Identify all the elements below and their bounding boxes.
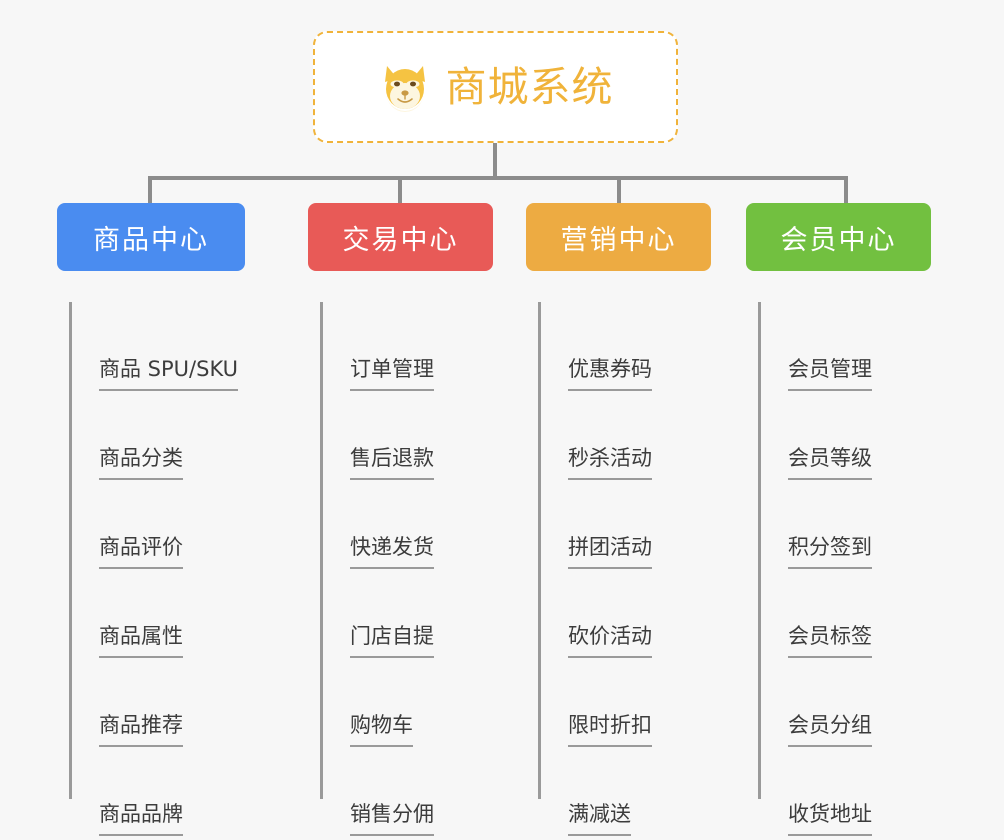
- list-item-label: 拼团活动: [568, 531, 652, 569]
- branch-header-1[interactable]: 商品中心: [57, 203, 245, 271]
- branch-header-label: 商品中心: [93, 224, 209, 256]
- list-item[interactable]: 会员分组: [760, 658, 931, 747]
- list-item-label: 会员管理: [788, 353, 872, 391]
- list-item-label: 商品评价: [99, 531, 183, 569]
- connector-trunk-vertical: [493, 143, 497, 179]
- connector-horizontal-bus: [148, 176, 848, 180]
- list-item-label: 会员分组: [788, 709, 872, 747]
- list-item-label: 满减送: [568, 798, 631, 836]
- branch-column-3: 营销中心 优惠券码 秒杀活动 拼团活动 砍价活动 限时折扣 满减送: [526, 203, 711, 836]
- branch-column-2: 交易中心 订单管理 售后退款 快递发货 门店自提 购物车 销售分佣: [308, 203, 493, 836]
- list-item[interactable]: 商品 SPU/SKU: [71, 302, 245, 391]
- connector-drop-branch-3: [617, 176, 621, 205]
- branch-items-1: 商品 SPU/SKU 商品分类 商品评价 商品属性 商品推荐 商品品牌: [57, 302, 245, 836]
- list-item-label: 积分签到: [788, 531, 872, 569]
- list-item[interactable]: 收货地址: [760, 747, 931, 836]
- list-item[interactable]: 会员标签: [760, 569, 931, 658]
- list-item[interactable]: 订单管理: [322, 302, 493, 391]
- list-item[interactable]: 购物车: [322, 658, 493, 747]
- connector-drop-branch-4: [844, 176, 848, 205]
- branch-spine-3: [538, 302, 541, 799]
- list-item-label: 商品属性: [99, 620, 183, 658]
- list-item[interactable]: 商品品牌: [71, 747, 245, 836]
- list-item[interactable]: 商品属性: [71, 569, 245, 658]
- list-item-label: 门店自提: [350, 620, 434, 658]
- branch-items-3: 优惠券码 秒杀活动 拼团活动 砍价活动 限时折扣 满减送: [526, 302, 711, 836]
- list-item-label: 限时折扣: [568, 709, 652, 747]
- list-item[interactable]: 限时折扣: [540, 658, 711, 747]
- list-item-label: 收货地址: [788, 798, 872, 836]
- list-item[interactable]: 商品推荐: [71, 658, 245, 747]
- branch-spine-4: [758, 302, 761, 799]
- list-item[interactable]: 销售分佣: [322, 747, 493, 836]
- branch-header-label: 会员中心: [780, 224, 897, 256]
- branch-column-1: 商品中心 商品 SPU/SKU 商品分类 商品评价 商品属性 商品推荐 商品品牌: [57, 203, 245, 836]
- root-node[interactable]: 商城系统: [313, 31, 678, 143]
- list-item-label: 砍价活动: [568, 620, 652, 658]
- list-item-label: 会员等级: [788, 442, 872, 480]
- list-item[interactable]: 积分签到: [760, 480, 931, 569]
- list-item[interactable]: 满减送: [540, 747, 711, 836]
- list-item-label: 商品推荐: [99, 709, 183, 747]
- list-item[interactable]: 会员等级: [760, 391, 931, 480]
- list-item-label: 销售分佣: [350, 798, 434, 836]
- branch-header-2[interactable]: 交易中心: [308, 203, 493, 271]
- list-item-label: 商品品牌: [99, 798, 183, 836]
- list-item-label: 快递发货: [350, 531, 434, 569]
- list-item-label: 商品 SPU/SKU: [99, 353, 239, 391]
- shiba-dog-face-icon: [378, 62, 432, 112]
- list-item[interactable]: 秒杀活动: [540, 391, 711, 480]
- branch-header-4[interactable]: 会员中心: [746, 203, 931, 271]
- connector-drop-branch-1: [148, 176, 152, 205]
- list-item[interactable]: 门店自提: [322, 569, 493, 658]
- list-item[interactable]: 优惠券码: [540, 302, 711, 391]
- list-item[interactable]: 拼团活动: [540, 480, 711, 569]
- branch-header-label: 营销中心: [560, 224, 677, 256]
- list-item[interactable]: 售后退款: [322, 391, 493, 480]
- list-item-label: 会员标签: [788, 620, 872, 658]
- branch-header-label: 交易中心: [342, 224, 459, 256]
- branch-items-4: 会员管理 会员等级 积分签到 会员标签 会员分组 收货地址: [746, 302, 931, 836]
- branch-spine-2: [320, 302, 323, 799]
- list-item-label: 订单管理: [350, 353, 434, 391]
- list-item[interactable]: 会员管理: [760, 302, 931, 391]
- list-item[interactable]: 商品分类: [71, 391, 245, 480]
- branch-column-4: 会员中心 会员管理 会员等级 积分签到 会员标签 会员分组 收货地址: [746, 203, 931, 836]
- branch-spine-1: [69, 302, 72, 799]
- list-item[interactable]: 砍价活动: [540, 569, 711, 658]
- branch-header-3[interactable]: 营销中心: [526, 203, 711, 271]
- list-item-label: 购物车: [350, 709, 413, 747]
- list-item-label: 商品分类: [99, 442, 183, 480]
- branch-items-2: 订单管理 售后退款 快递发货 门店自提 购物车 销售分佣: [308, 302, 493, 836]
- list-item-label: 优惠券码: [568, 353, 652, 391]
- root-title: 商城系统: [445, 62, 614, 111]
- list-item[interactable]: 快递发货: [322, 480, 493, 569]
- list-item-label: 秒杀活动: [568, 442, 652, 480]
- connector-drop-branch-2: [398, 176, 402, 205]
- list-item-label: 售后退款: [350, 442, 434, 480]
- list-item[interactable]: 商品评价: [71, 480, 245, 569]
